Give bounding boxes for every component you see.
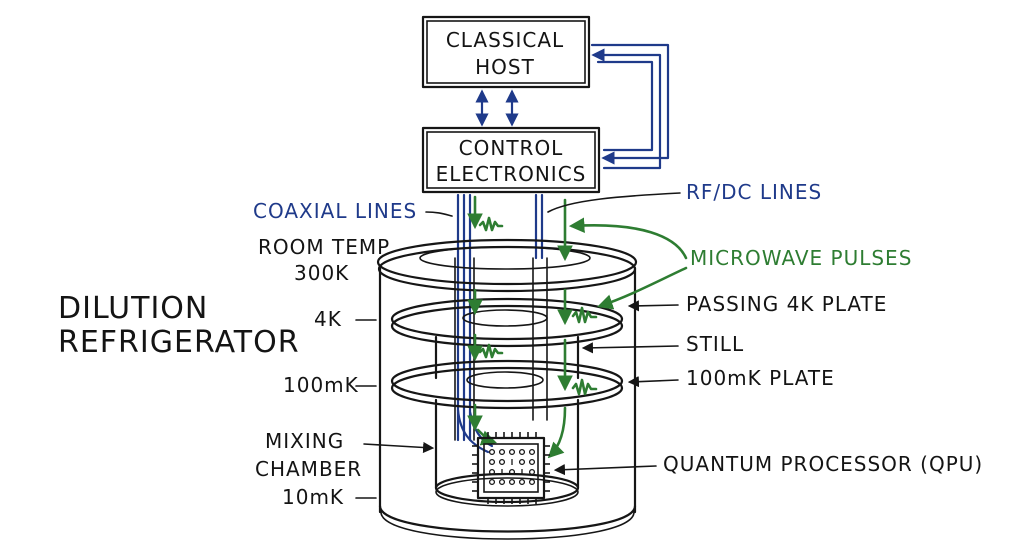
mixing-chamber-label-line2: CHAMBER — [255, 457, 362, 481]
label-4k: 4K — [314, 307, 342, 331]
qpu-chip-qubits — [488, 448, 536, 486]
still-label: STILL — [686, 332, 744, 356]
microwave-pulses — [467, 195, 598, 459]
classical-host-label-line2: HOST — [475, 55, 535, 79]
title-block: DILUTION REFRIGERATOR — [58, 291, 300, 360]
label-100mk: 100mK — [283, 373, 359, 397]
qpu-chip — [472, 432, 550, 504]
rf-dc-lines-label: RF/DC LINES — [686, 180, 822, 204]
microwave-pulses-label: MICROWAVE PULSES — [690, 246, 912, 270]
classical-host-box: CLASSICAL HOST — [421, 15, 591, 89]
mixing-chamber-cylinder — [434, 398, 580, 507]
refrigerator-cylinder — [376, 238, 638, 540]
classical-host-label-line1: CLASSICAL — [446, 28, 564, 52]
coaxial-lines-label: COAXIAL LINES — [253, 199, 417, 223]
qpu-chip-pins — [472, 432, 550, 504]
host-control-links — [475, 89, 519, 127]
label-10mk: 10mK — [282, 485, 344, 509]
feedback-loop — [590, 43, 670, 170]
title-line2: REFRIGERATOR — [58, 325, 300, 360]
title-line1: DILUTION — [58, 291, 208, 326]
plate-100mk — [390, 359, 624, 410]
passing-4k-plate-label: PASSING 4K PLATE — [686, 292, 887, 316]
mixing-chamber-label-line1: MIXING — [265, 429, 344, 453]
control-electronics-label-line1: CONTROL — [459, 136, 564, 160]
100mk-plate-label: 100mK PLATE — [686, 366, 835, 390]
room-temp-label-line2: 300K — [294, 261, 349, 285]
qpu-label: QUANTUM PROCESSOR (QPU) — [663, 452, 983, 476]
room-temp-label-line1: ROOM TEMP — [258, 235, 390, 259]
control-electronics-box: CONTROL ELECTRONICS — [421, 126, 601, 194]
control-electronics-label-line2: ELECTRONICS — [436, 162, 587, 186]
plate-4k — [390, 297, 624, 348]
